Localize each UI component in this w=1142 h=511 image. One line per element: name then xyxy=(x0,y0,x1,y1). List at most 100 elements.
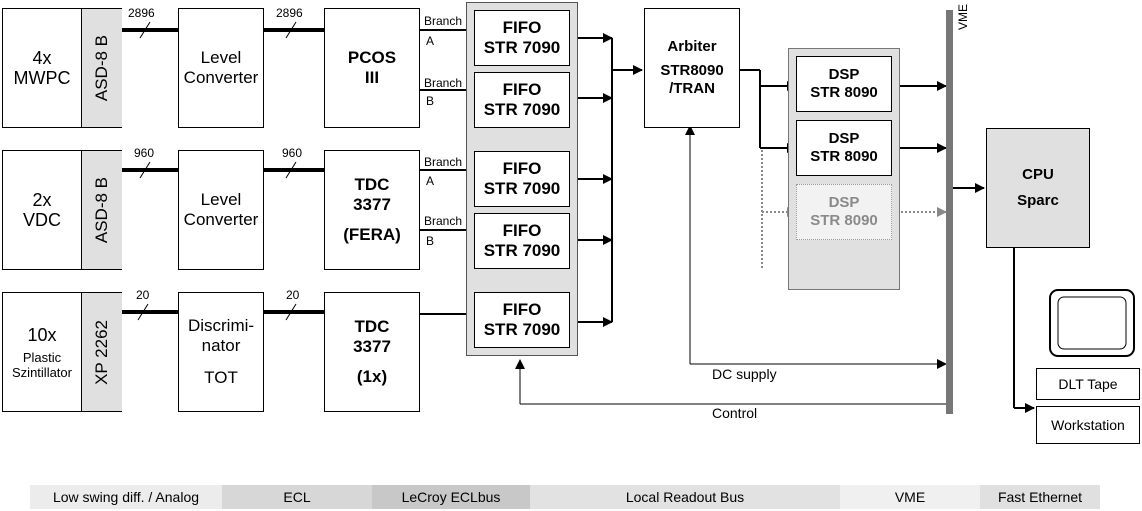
detector-count: 2x xyxy=(32,190,52,210)
fifo-module: FIFO STR 7090 xyxy=(474,72,570,128)
dsp-line-1: DSP xyxy=(828,194,860,211)
fifo-line-1: FIFO xyxy=(502,18,542,37)
legend-label: ECL xyxy=(283,489,311,505)
amplifier-label: XP 2262 xyxy=(92,319,111,385)
fifo-module: FIFO STR 7090 xyxy=(474,10,570,66)
workstation-box: Workstation xyxy=(1036,406,1140,444)
amplifier-label: ASD-8 B xyxy=(92,176,111,244)
legend-label: Local Readout Bus xyxy=(625,489,745,505)
dsp-line-2: STR 8090 xyxy=(810,212,878,229)
digitizer-line-1: TDC xyxy=(354,317,390,336)
detector-scintillator: 10x Plastic Szintillator XP 2262 xyxy=(2,292,122,412)
arbiter-line-1: Arbiter xyxy=(667,38,717,55)
dsp-line-2: STR 8090 xyxy=(810,148,878,165)
cpu-line-1: CPU xyxy=(1022,166,1054,183)
detector-vdc: 2x VDC ASD-8 B xyxy=(2,150,122,270)
fifo-line-2: STR 7090 xyxy=(483,38,561,57)
detector-count: 10x xyxy=(27,324,57,345)
wire-count: 20 xyxy=(136,288,150,302)
fifo-line-2: STR 7090 xyxy=(483,241,561,260)
amplifier-label: ASD-8 B xyxy=(92,34,111,102)
fifo-line-2: STR 7090 xyxy=(483,179,561,198)
tdc-fera-box: TDC 3377 (FERA) xyxy=(324,150,420,270)
fifo-module: FIFO STR 7090 xyxy=(474,213,570,269)
digitizer-line-1: PCOS xyxy=(347,48,397,67)
legend-label: VME xyxy=(894,489,926,505)
legend-analog: Low swing diff. / Analog xyxy=(30,485,222,509)
detector-name-2: Szintillator xyxy=(12,364,72,380)
wire-count: 2896 xyxy=(128,6,155,20)
fifo-line-1: FIFO xyxy=(502,300,542,319)
legend-label: Fast Ethernet xyxy=(997,489,1083,505)
discriminator-box: Discrimi- nator TOT xyxy=(178,292,264,412)
dlt-tape-box: DLT Tape xyxy=(1036,368,1140,400)
detector-name: MWPC xyxy=(13,68,71,88)
dsp-line-1: DSP xyxy=(828,66,860,83)
branch-label: Branch xyxy=(424,76,463,90)
detector-count: 4x xyxy=(32,48,52,68)
wire-count: 2896 xyxy=(276,6,303,20)
dsp-line-2: STR 8090 xyxy=(810,84,878,101)
detector-name: VDC xyxy=(22,210,61,230)
fifo-line-1: FIFO xyxy=(502,221,542,240)
branch-sub: B xyxy=(426,234,435,248)
legend-label: LeCroy ECLbus xyxy=(401,489,501,505)
legend-vme: VME xyxy=(840,485,980,509)
converter-line-2: nator xyxy=(201,336,241,355)
branch-sub: B xyxy=(426,94,435,108)
converter-line-1: Discrimi- xyxy=(187,316,255,335)
fifo-line-1: FIFO xyxy=(502,159,542,178)
arbiter-box: Arbiter STR8090 /TRAN xyxy=(644,8,740,128)
vme-bus-label: VME xyxy=(956,4,970,31)
dsp-line-1: DSP xyxy=(828,130,860,147)
level-converter-box: Level Converter xyxy=(178,150,264,270)
legend-local-readout: Local Readout Bus xyxy=(530,485,840,509)
legend-fast-ethernet: Fast Ethernet xyxy=(980,485,1100,509)
dc-supply-label: DC supply xyxy=(712,366,777,382)
dlt-label: DLT Tape xyxy=(1058,376,1118,392)
fifo-line-1: FIFO xyxy=(502,80,542,99)
pcos-box: PCOS III xyxy=(324,8,420,128)
workstation-label: Workstation xyxy=(1051,417,1125,433)
arbiter-line-2: STR8090 xyxy=(660,62,724,79)
converter-line-1: Level xyxy=(200,48,242,67)
level-converter-box: Level Converter xyxy=(178,8,264,128)
digitizer-line-2: 3377 xyxy=(353,195,391,214)
detector-name: Plastic xyxy=(22,349,62,365)
fifo-module: FIFO STR 7090 xyxy=(474,151,570,207)
cpu-box: CPU Sparc xyxy=(986,128,1090,248)
legend-label: Low swing diff. / Analog xyxy=(52,489,200,505)
digitizer-line-3: (FERA) xyxy=(343,225,401,244)
digitizer-line-1: TDC xyxy=(354,175,390,194)
dsp-module-optional: DSP STR 8090 xyxy=(796,184,892,240)
monitor-icon xyxy=(1050,290,1134,356)
dsp-module: DSP STR 8090 xyxy=(796,56,892,112)
converter-line-2: Converter xyxy=(183,68,259,87)
fifo-line-2: STR 7090 xyxy=(483,320,561,339)
tdc-1x-box: TDC 3377 (1x) xyxy=(324,292,420,412)
digitizer-line-3: (1x) xyxy=(356,367,388,386)
digitizer-line-2: 3377 xyxy=(353,337,391,356)
detector-mwpc: 4x MWPC ASD-8 B xyxy=(2,8,122,128)
dsp-module: DSP STR 8090 xyxy=(796,120,892,176)
wire-count: 960 xyxy=(282,146,303,160)
branch-label: Branch xyxy=(424,14,463,28)
branch-sub: A xyxy=(426,174,435,188)
arbiter-line-3: /TRAN xyxy=(669,80,715,97)
branch-label: Branch xyxy=(424,214,463,228)
wire-count: 960 xyxy=(134,146,155,160)
fifo-module: FIFO STR 7090 xyxy=(474,292,570,348)
branch-label: Branch xyxy=(424,155,463,169)
converter-line-2: Converter xyxy=(183,210,259,229)
branch-sub: A xyxy=(426,34,435,48)
legend-eclbus: LeCroy ECLbus xyxy=(372,485,530,509)
cpu-line-2: Sparc xyxy=(1017,192,1059,209)
fifo-line-2: STR 7090 xyxy=(483,100,561,119)
wire-count: 20 xyxy=(286,288,300,302)
legend-ecl: ECL xyxy=(222,485,372,509)
converter-line-1: Level xyxy=(200,190,242,209)
converter-line-3: TOT xyxy=(204,368,238,387)
control-label: Control xyxy=(712,405,758,421)
digitizer-line-2: III xyxy=(364,68,380,87)
